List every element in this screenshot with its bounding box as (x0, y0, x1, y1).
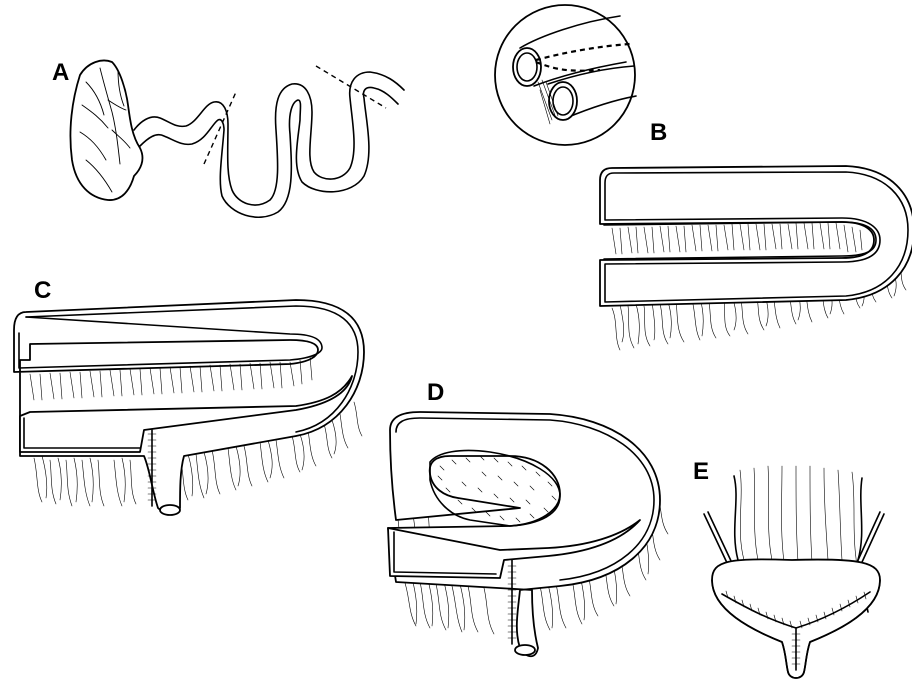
bowel-loop-c (14, 300, 364, 515)
panel-label-c: C (34, 277, 51, 304)
panel-e: E (693, 458, 884, 678)
panel-label-a: A (52, 59, 69, 86)
panel-label-b: B (650, 119, 667, 146)
bowel-loop-d (388, 412, 668, 656)
bowel-loop-b (600, 166, 912, 350)
panel-label-e: E (693, 458, 709, 485)
panel-b: B (600, 119, 912, 350)
small-intestine (134, 66, 404, 217)
pouch-e (704, 466, 884, 678)
colon-segment (70, 61, 142, 201)
panel-d: D (388, 379, 668, 656)
panel-label-d: D (427, 379, 444, 406)
inset-cross-section (495, 5, 636, 145)
panel-a: A (52, 59, 404, 217)
panel-c: C (14, 277, 364, 515)
